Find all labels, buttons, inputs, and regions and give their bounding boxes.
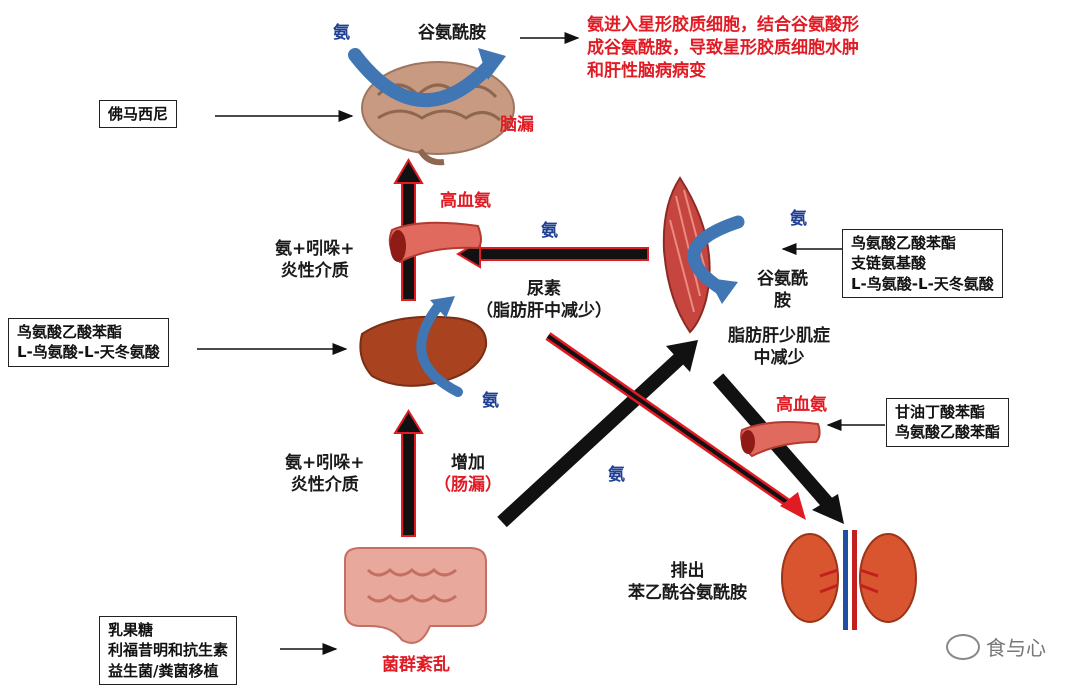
- kidney-drug-box: 甘油丁酸苯酯 鸟氨酸乙酸苯酯: [886, 398, 1010, 447]
- blood-vessel-icon-right: [740, 421, 821, 458]
- muscle-to-liver-ammonia-label: 氨: [541, 221, 558, 241]
- urea-to-kidney-arrow: [545, 332, 806, 520]
- brain-drug-box: 佛马西尼: [99, 100, 178, 129]
- label-line: 谷氨酰: [757, 269, 808, 289]
- drug-item: 鸟氨酸乙酸苯酯: [895, 423, 1001, 442]
- hyperammonemia-top-label: 高血氨: [440, 191, 491, 211]
- drug-item: 益生菌/粪菌移植: [108, 661, 219, 680]
- label-line: （脂肪肝中减少）: [476, 301, 612, 322]
- drug-item: 鸟氨酸乙酸苯酯: [851, 234, 957, 252]
- glutamine-note: 氨进入星形胶质细胞，结合谷氨酸形 成谷氨酰胺，导致星形胶质细胞水肿 和肝性脑病病…: [587, 14, 987, 83]
- ammonia-inflammation-top-label: 氨+吲哚+ 炎性介质: [275, 238, 355, 282]
- drug-item: L-鸟氨酸-L-天冬氨酸: [851, 274, 994, 293]
- brain-ammonia-curve-arrowhead: [478, 48, 506, 80]
- muscle-ammonia-curve-arrowhead: [708, 278, 738, 304]
- muscle-glutamine-label: 谷氨酰 胺: [757, 268, 808, 312]
- label-line: 氨+吲哚+: [285, 453, 365, 473]
- liver-ammonia-curve-arrow: [416, 299, 463, 397]
- leaky-gut-label: （肠漏）: [434, 475, 502, 496]
- drug-item: 鸟氨酸乙酸苯酯: [17, 323, 123, 341]
- sarcopenia-label: 脂肪肝少肌症 中减少: [728, 325, 830, 369]
- wechat-icon: [946, 633, 980, 660]
- label-line: 尿素: [527, 279, 561, 299]
- muscle-to-liver-arrow: [456, 239, 649, 269]
- gut-to-liver-arrow: [393, 409, 424, 537]
- excretion-label: 排出 苯乙酰谷氨酰胺: [628, 560, 747, 604]
- brain-ammonia-label: 氨: [333, 23, 350, 43]
- label-line: 中减少: [753, 348, 805, 369]
- increase-leaky-gut-label: 增加 （肠漏）: [434, 452, 502, 496]
- brain-glutamine-label: 谷氨酰胺: [418, 23, 486, 43]
- kidney-icon: [781, 530, 917, 630]
- liver-ammonia-label: 氨: [482, 391, 499, 411]
- drug-item: 佛马西尼: [108, 105, 169, 123]
- ammonia-inflammation-bottom-label: 氨+吲哚+ 炎性介质: [285, 452, 365, 496]
- urea-label: 尿素 （脂肪肝中减少）: [476, 278, 612, 322]
- blood-vessel-icon-top: [388, 221, 482, 264]
- drug-item: 利福昔明和抗生素: [108, 641, 229, 660]
- label-line: 氨+吲哚+: [275, 239, 355, 259]
- dysbiosis-label: 菌群紊乱: [382, 655, 450, 675]
- muscle-ammonia-label: 氨: [790, 209, 807, 229]
- label-line: 排出: [670, 561, 705, 581]
- liver-drug-box: 鸟氨酸乙酸苯酯 L-鸟氨酸-L-天冬氨酸: [8, 318, 169, 367]
- drug-item: 支链氨基酸: [851, 254, 927, 273]
- drug-item: L-鸟氨酸-L-天冬氨酸: [17, 343, 160, 362]
- liver-ammonia-curve-arrowhead: [430, 296, 455, 318]
- hyperammonemia-right-label: 高血氨: [776, 395, 827, 415]
- label-line: 苯乙酰谷氨酰胺: [628, 583, 747, 604]
- note-line: 氨进入星形胶质细胞，结合谷氨酸形: [587, 15, 859, 35]
- note-line: 成谷氨酰胺，导致星形胶质细胞水肿: [587, 37, 859, 58]
- brain-ammonia-curve-arrow: [348, 48, 497, 107]
- drug-item: 乳果糖: [108, 621, 154, 639]
- label-line: 脂肪肝少肌症: [728, 326, 830, 346]
- watermark: 食与心: [946, 632, 1046, 661]
- note-line: 和肝性脑病病变: [587, 60, 706, 81]
- label-line: 增加: [451, 453, 485, 473]
- gut-drug-box: 乳果糖 利福昔明和抗生素 益生菌/粪菌移植: [99, 616, 238, 685]
- muscle-ammonia-curve-arrow: [687, 215, 745, 295]
- muscle-icon: [662, 176, 711, 334]
- label-line: 炎性介质: [280, 261, 349, 282]
- label-line: 胺: [774, 291, 791, 312]
- gut-to-muscle-arrow: [497, 340, 698, 528]
- watermark-text: 食与心: [986, 636, 1046, 660]
- brain-leaky-label: 脑漏: [500, 115, 534, 135]
- gut-to-muscle-ammonia-label: 氨: [608, 465, 625, 485]
- drug-item: 甘油丁酸苯酯: [895, 403, 986, 421]
- intestine-icon: [344, 547, 487, 644]
- label-line: 炎性介质: [290, 475, 359, 496]
- muscle-drug-box: 鸟氨酸乙酸苯酯 支链氨基酸 L-鸟氨酸-L-天冬氨酸: [842, 229, 1003, 298]
